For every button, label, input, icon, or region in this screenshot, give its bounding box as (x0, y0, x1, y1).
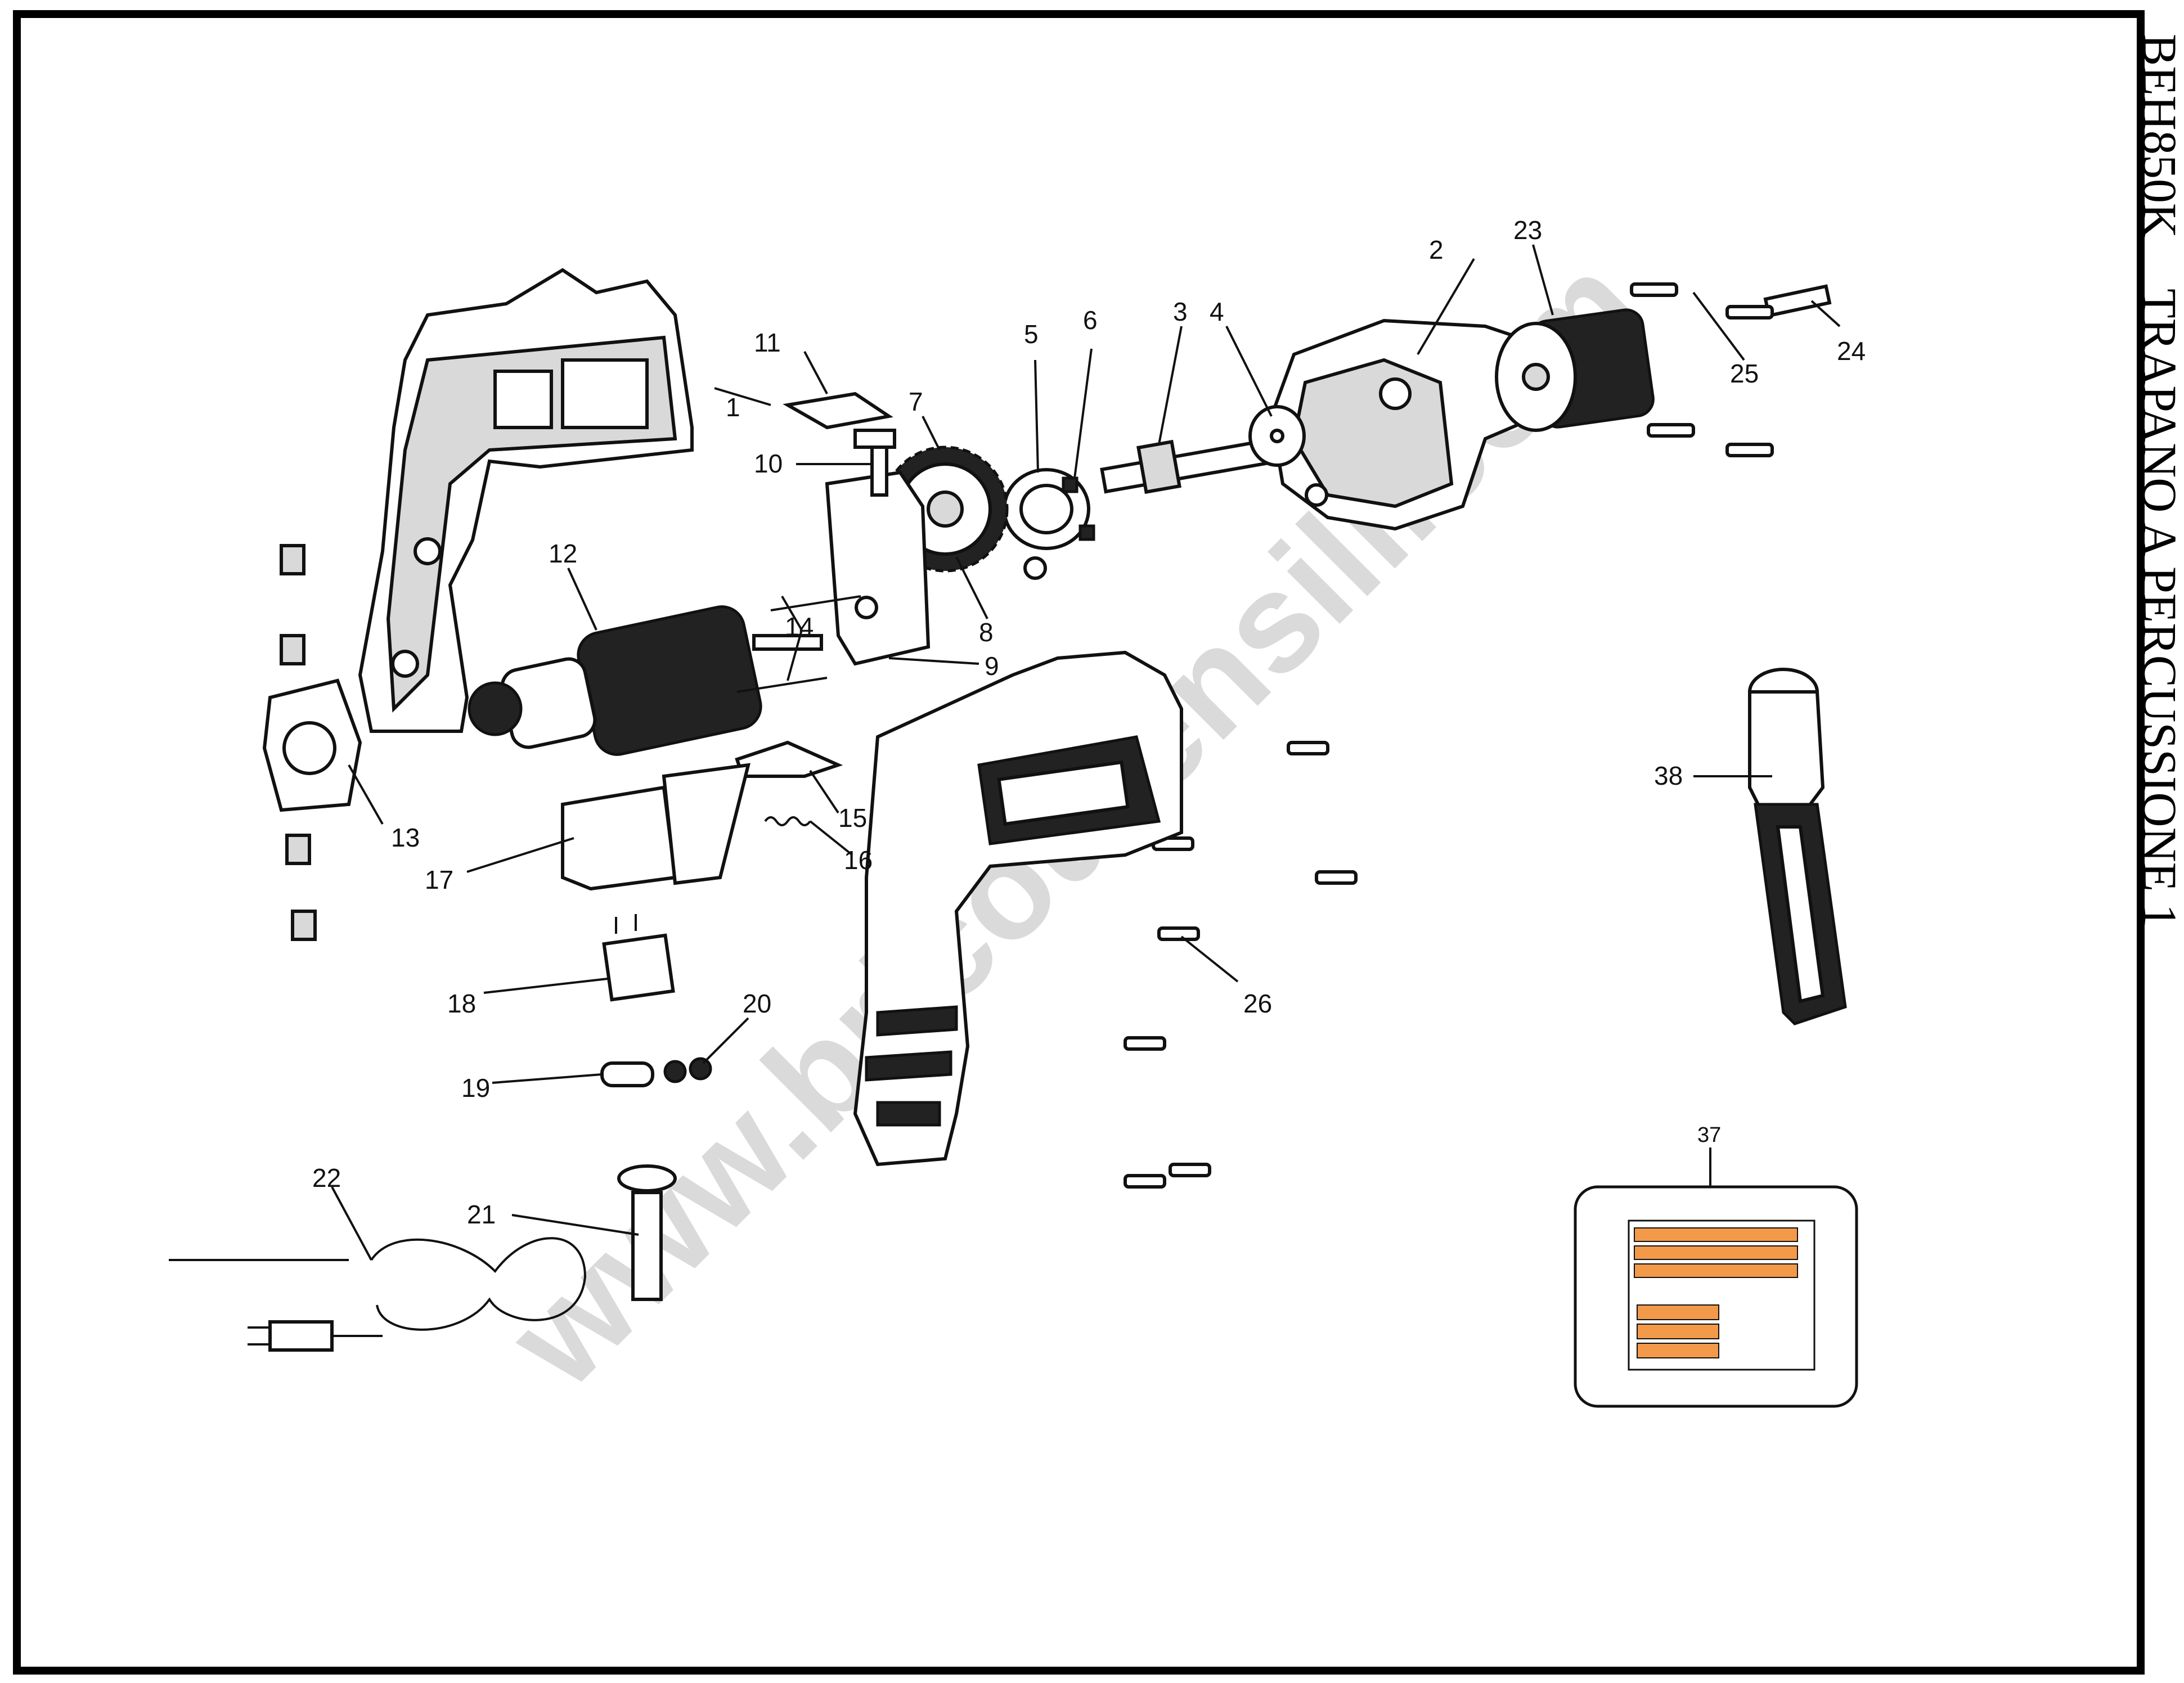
callout-6: 6 (1083, 305, 1098, 335)
part-16-spring (764, 816, 811, 826)
callout-10: 10 (754, 449, 783, 478)
callout-17: 17 (425, 865, 453, 894)
callout-5: 5 (1024, 320, 1039, 349)
callout-13: 13 (391, 823, 420, 852)
callout-37: 37 (1697, 1123, 1721, 1147)
callout-9: 9 (985, 651, 999, 681)
callout-22: 22 (312, 1163, 341, 1192)
part-25-screws (1630, 282, 1774, 457)
part-23-chuck (1495, 308, 1655, 432)
part-2-gear-housing (1269, 318, 1566, 531)
callout-20: 20 (743, 989, 771, 1018)
callout-25: 25 (1730, 359, 1759, 388)
label-stripe-6 (1637, 1343, 1719, 1358)
callout-11: 11 (754, 328, 781, 357)
callout-14: 14 (785, 612, 814, 641)
label-stripe-4 (1637, 1304, 1719, 1320)
part-13-brush-holder (262, 544, 362, 941)
callout-8: 8 (979, 618, 994, 647)
callout-2: 2 (1429, 235, 1444, 264)
part-11-slider (783, 392, 893, 430)
part-24-chuck-key (1763, 284, 1832, 318)
drawing-title: BEH850K TRAPANO A PERCUSSIONE 1 (2133, 34, 2184, 928)
part-6-pins (1062, 476, 1095, 541)
part-26-screws (1124, 741, 1358, 1189)
housing-right (853, 650, 1183, 1167)
drawing-frame (13, 10, 2145, 1675)
part-3-spindle (1100, 439, 1269, 494)
callout-1: 1 (726, 393, 740, 422)
callout-19: 19 (461, 1073, 490, 1102)
callout-3: 3 (1173, 297, 1188, 326)
callout-23: 23 (1513, 215, 1542, 245)
part-9-cover-plate (825, 470, 931, 666)
callout-labels: 1 2 3 4 5 6 7 8 9 10 11 12 13 14 15 16 1… (312, 215, 1866, 1229)
label-stripe-1 (1634, 1227, 1798, 1242)
part-15-clip (735, 740, 843, 778)
callout-16: 16 (844, 845, 873, 875)
callout-21: 21 (467, 1200, 496, 1229)
callout-12: 12 (549, 539, 577, 568)
part-4-washer (1248, 405, 1306, 467)
leader-lines (331, 244, 1841, 1261)
callout-4: 4 (1210, 297, 1224, 326)
part-22-power-cord (169, 1237, 587, 1352)
part-14-long-screws (736, 595, 861, 693)
part-20-screws (663, 1057, 712, 1083)
callout-18: 18 (447, 989, 476, 1018)
label-stripe-3 (1634, 1263, 1798, 1278)
callout-24: 24 (1837, 336, 1866, 366)
part-1-housing-left (358, 268, 694, 733)
part-10-lever (853, 429, 896, 497)
callout-26: 26 (1243, 989, 1272, 1018)
callout-15: 15 (838, 803, 867, 832)
part-17-switch (561, 763, 751, 891)
tool-name: TRAPANO A PERCUSSIONE 1 (2133, 289, 2184, 928)
callout-7: 7 (909, 387, 923, 416)
part-38-side-handle (1748, 668, 1847, 1025)
label-stripe-5 (1637, 1324, 1719, 1339)
part-37-label-sheet (1574, 1185, 1858, 1408)
part-21-cord-protector (617, 1164, 677, 1301)
label-stripe-2 (1634, 1245, 1798, 1260)
callout-38: 38 (1654, 761, 1683, 790)
model-number: BEH850K (2133, 34, 2184, 238)
part-18-capacitor (602, 914, 675, 1002)
part-12-armature (468, 605, 823, 756)
part-19-cord-clamp (600, 1061, 654, 1087)
